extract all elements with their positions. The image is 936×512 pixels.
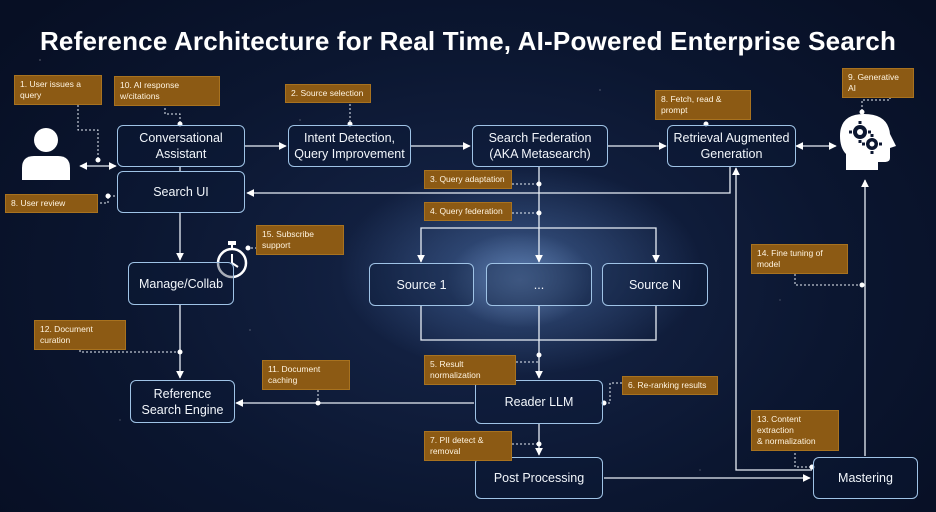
reference-search-engine-box: Reference Search Engine [130,380,235,423]
ai-head-icon [840,114,896,170]
step-3-tag: 3. Query adaptation [424,170,512,189]
conversational-assistant-box: Conversational Assistant [117,125,245,167]
user-icon [22,128,70,180]
mastering-box: Mastering [813,457,918,499]
step-9-tag: 9. Generative AI [842,68,914,98]
rag-box: Retrieval Augmented Generation [667,125,796,167]
step-5-tag: 5. Result normalization [424,355,516,385]
step-7-tag: 7. PII detect & removal [424,431,512,461]
manage-collab-box: Manage/Collab [128,262,234,305]
step-2-tag: 2. Source selection [285,84,371,103]
post-processing-box: Post Processing [475,457,603,499]
source-n-box: Source N [602,263,708,306]
step-12-tag: 12. Document curation [34,320,126,350]
intent-detection-box: Intent Detection, Query Improvement [288,125,411,167]
step-1-tag: 1. User issues a query [14,75,102,105]
step-6-tag: 6. Re-ranking results [622,376,718,395]
page-title: Reference Architecture for Real Time, AI… [39,26,897,56]
source-1-box: Source 1 [369,263,474,306]
step-14-tag: 14. Fine tuning of model [751,244,848,274]
step-10-tag: 10. AI response w/citations [114,76,220,106]
step-13-tag: 13. Content extraction & normalization [751,410,839,451]
step-8-fetch-tag: 8. Fetch, read & prompt [655,90,751,120]
reader-llm-box: Reader LLM [475,380,603,424]
stopwatch-icon [216,241,248,279]
step-11-tag: 11. Document caching [262,360,350,390]
step-15-tag: 15. Subscribe support [256,225,344,255]
source-ellipsis-box: ... [486,263,592,306]
step-4-tag: 4. Query federation [424,202,512,221]
search-federation-box: Search Federation (AKA Metasearch) [472,125,608,167]
step-8-review-tag: 8. User review [5,194,98,213]
search-ui-box: Search UI [117,171,245,213]
